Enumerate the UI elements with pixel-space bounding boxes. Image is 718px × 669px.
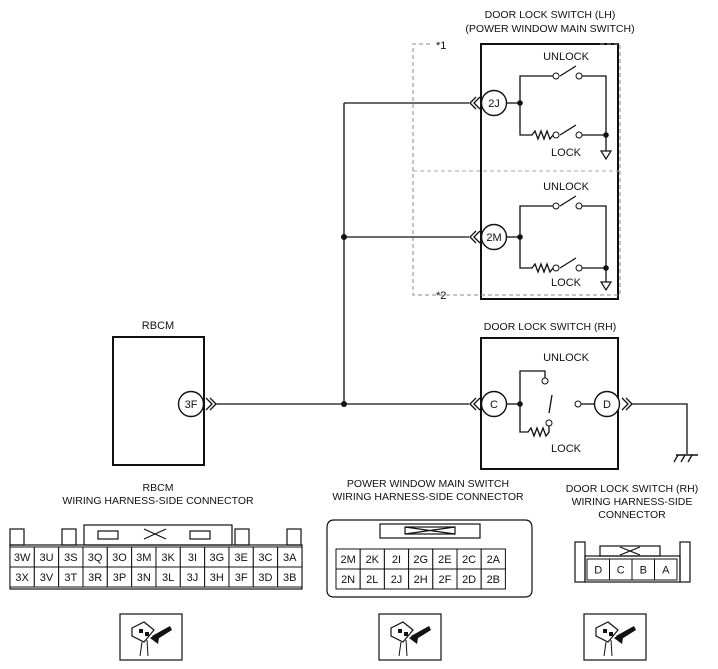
pin-label: 3J <box>187 572 199 584</box>
pin-label: 3L <box>162 572 174 584</box>
pin-label: 3V <box>40 572 54 584</box>
rbcm-connector-title-line2: WIRING HARNESS-SIDE CONNECTOR <box>62 495 254 507</box>
pin-label: B <box>640 565 647 577</box>
pin-label: 2G <box>413 554 428 566</box>
terminal-2j <box>480 89 508 117</box>
pwms-connector-body <box>326 519 533 598</box>
pin-label: 2N <box>341 574 355 586</box>
lh-switch-title-line2: (POWER WINDOW MAIN SWITCH) <box>465 23 634 35</box>
pin-label: 2F <box>438 574 451 586</box>
pin-label: 3E <box>234 552 247 564</box>
pin-label: 3W <box>14 552 31 564</box>
rbcm-pin-grid: 3W 3U 3S 3Q 3O 3M 3K 3I 3G 3E 3C 3A 3X 3V 3T 3R 3P 3N 3L 3J… <box>9 546 303 588</box>
junction-main <box>341 401 347 407</box>
terminal-d-label: D <box>603 399 611 411</box>
rbcm-title: RBCM <box>142 320 174 332</box>
unlock-label-upper: UNLOCK <box>543 51 590 63</box>
pin-label: 2H <box>414 574 428 586</box>
pin-label: 2C <box>462 554 476 566</box>
pin-label: 3F <box>235 572 248 584</box>
pin-cell <box>480 568 506 590</box>
pin-label: 3K <box>161 552 175 564</box>
pwms-connector-view-icon <box>378 613 442 661</box>
pin-label: 3R <box>88 572 102 584</box>
pin-label: D <box>594 565 602 577</box>
pin-label: 3I <box>188 552 197 564</box>
pin-label: 3D <box>258 572 272 584</box>
rbcm-connector-title-line1: RBCM <box>143 482 174 494</box>
note-2: *2 <box>436 290 446 302</box>
rbcm-connector-view-icon <box>119 613 183 661</box>
pin-label: 2D <box>462 574 476 586</box>
pin-label: 2L <box>366 574 378 586</box>
rh-connector-body <box>574 541 691 583</box>
pin-label: C <box>617 565 625 577</box>
pin-label: 2I <box>392 554 401 566</box>
pin-label: 2B <box>487 574 500 586</box>
lock-label-upper: LOCK <box>551 147 582 159</box>
rh-connector-view-icon <box>583 613 647 661</box>
pin-label: 3Q <box>88 552 103 564</box>
rbcm-box <box>112 336 205 466</box>
lower-switch-circuit <box>507 195 613 292</box>
pin-label: 3B <box>283 572 296 584</box>
pin-label: A <box>662 565 670 577</box>
pin-label: 3A <box>283 552 297 564</box>
pin-label: 3H <box>210 572 224 584</box>
pin-label: 3U <box>39 552 53 564</box>
lock-label-rh: LOCK <box>551 443 582 455</box>
pin-label: 2M <box>340 554 355 566</box>
rh-connector-title-line3: CONNECTOR <box>598 509 666 521</box>
pin-label: 3M <box>136 552 151 564</box>
pin-label: 3G <box>209 552 224 564</box>
pin-label: 2J <box>391 574 403 586</box>
lh-switch-dashed-outline <box>412 43 621 296</box>
terminal-3f-label: 3F <box>185 399 198 411</box>
pwms-pin-grid: 2M 2K 2I 2G 2E 2C 2A 2N 2L 2J 2H 2F 2D 2B <box>335 548 506 590</box>
junction-2m <box>341 234 347 240</box>
rh-connector-title-line2: WIRING HARNESS-SIDE <box>572 496 693 508</box>
pin-label: 3X <box>15 572 29 584</box>
pin-label: 3O <box>112 552 127 564</box>
wires <box>205 96 698 463</box>
pin-label: 2E <box>438 554 451 566</box>
pin-label: 3N <box>137 572 151 584</box>
rh-switch-title: DOOR LOCK SWITCH (RH) <box>484 321 616 333</box>
unlock-label-rh: UNLOCK <box>543 352 590 364</box>
pin-label: 3S <box>64 552 77 564</box>
pin-cell <box>654 558 678 581</box>
pin-label: 2A <box>487 554 501 566</box>
pin-cell <box>277 566 303 588</box>
terminal-c <box>480 390 508 418</box>
terminal-3f <box>177 390 205 418</box>
terminal-d <box>593 390 621 418</box>
terminal-2j-label: 2J <box>488 98 500 110</box>
rh-connector-title-line1: DOOR LOCK SWITCH (RH) <box>566 483 698 495</box>
terminal-2m <box>480 223 508 251</box>
terminal-c-label: C <box>490 399 498 411</box>
unlock-label-lower: UNLOCK <box>543 181 590 193</box>
upper-switch-circuit <box>507 65 613 161</box>
rh-switch-circuit <box>507 370 595 438</box>
pin-label: 3P <box>113 572 126 584</box>
pin-label: 2K <box>366 554 380 566</box>
lock-label-lower: LOCK <box>551 277 582 289</box>
pwms-connector-title-line2: WIRING HARNESS-SIDE CONNECTOR <box>332 491 524 503</box>
pwms-connector-title-line1: POWER WINDOW MAIN SWITCH <box>347 478 509 490</box>
note-1: *1 <box>436 40 446 52</box>
pin-label: 3C <box>258 552 272 564</box>
lh-switch-title-line1: DOOR LOCK SWITCH (LH) <box>485 9 616 21</box>
pin-label: 3T <box>64 572 77 584</box>
terminal-2m-label: 2M <box>486 232 501 244</box>
